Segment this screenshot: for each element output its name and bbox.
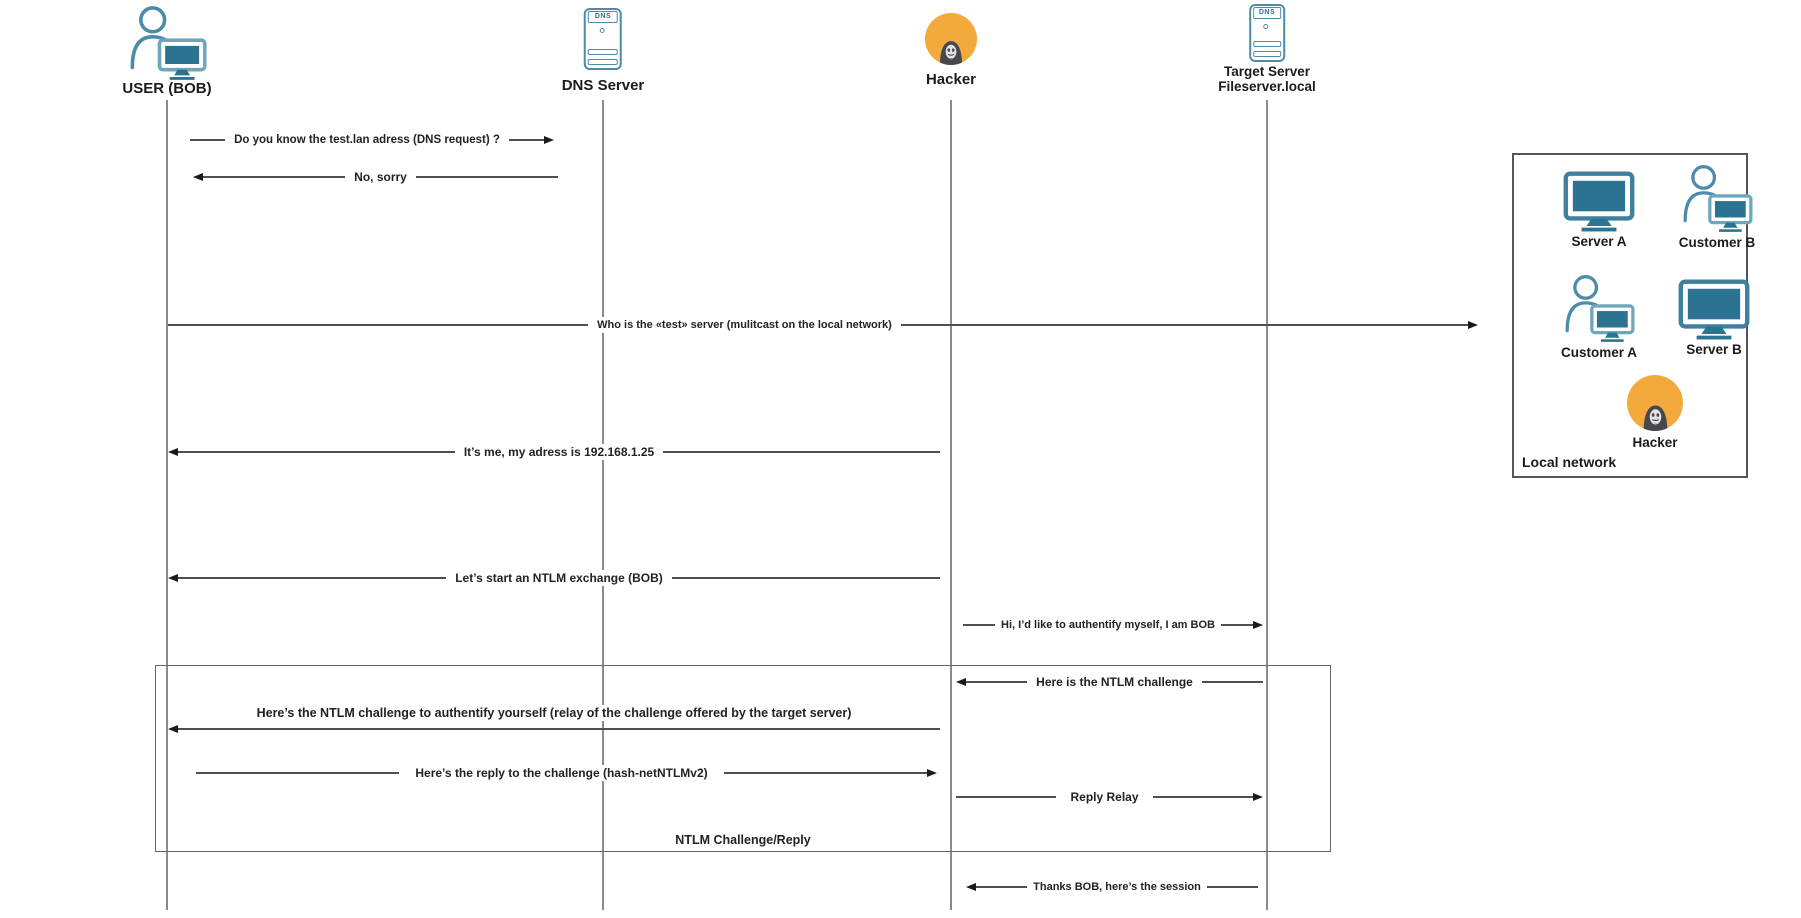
person-computer-icon: [124, 4, 210, 81]
lifeline-user: [166, 100, 168, 910]
local-network-node-hacker: Hacker: [1627, 375, 1683, 450]
message-ntlm-challenge-relay: Here’s the NTLM challenge to authentify …: [168, 705, 940, 737]
dns-badge: DNS: [587, 11, 618, 23]
node-label: Customer B: [1678, 235, 1756, 250]
node-label: Server B: [1686, 342, 1742, 357]
actor-label: Target Server: [1223, 64, 1311, 79]
monitor-icon: [1678, 279, 1750, 340]
arrow-left-icon: [193, 173, 203, 181]
hacker-icon: [925, 13, 977, 65]
local-network-node-customer-b: Customer B: [1678, 163, 1756, 250]
message-ntlm-reply: Here’s the reply to the challenge (hash-…: [196, 765, 937, 781]
local-network-label: Local network: [1522, 454, 1617, 470]
monitor-icon: [1563, 171, 1635, 232]
actor-user: USER (BOB): [122, 4, 212, 97]
message-label: Reply Relay: [1056, 789, 1153, 805]
message-label: Do you know the test.lan adress (DNS req…: [225, 132, 509, 148]
message-multicast-query: Who is the «test» server (mulitcast on t…: [168, 317, 1478, 333]
message-dns-request: Do you know the test.lan adress (DNS req…: [190, 132, 555, 148]
message-label: Here’s the reply to the challenge (hash-…: [399, 765, 724, 781]
lifeline-dns-server: [602, 100, 604, 910]
message-auth-request: Hi, I’d like to authentify myself, I am …: [963, 617, 1263, 633]
arrow-right-icon: [1253, 621, 1263, 629]
message-label: It’s me, my adress is 192.168.1.25: [454, 444, 664, 460]
message-label: Here’s the NTLM challenge to authentify …: [247, 705, 861, 721]
message-label: Thanks BOB, here’s the session: [1027, 879, 1207, 895]
node-label: Server A: [1571, 234, 1627, 249]
message-reply-relay: Reply Relay: [956, 789, 1264, 805]
message-label: Let’s start an NTLM exchange (BOB): [446, 570, 672, 586]
hacker-icon: [1627, 375, 1683, 431]
message-ntlm-challenge: Here is the NTLM challenge: [956, 674, 1264, 690]
power-dot-icon: [1263, 24, 1269, 29]
arrow-right-icon: [544, 136, 555, 144]
actor-label: DNS Server: [561, 77, 645, 94]
arrow-right-icon: [1468, 321, 1478, 329]
arrow-left-icon: [168, 448, 178, 456]
person-computer-icon: [1678, 163, 1756, 233]
arrow-right-icon: [1253, 793, 1264, 801]
arrow-left-icon: [966, 883, 976, 891]
server-slot-icon: [587, 59, 618, 65]
local-network-node-customer-a: Customer A: [1560, 273, 1638, 360]
message-no-sorry: No, sorry: [193, 169, 558, 185]
local-network-node-server-a: Server A: [1563, 171, 1635, 249]
message-hacker-reply-address: It’s me, my adress is 192.168.1.25: [168, 444, 941, 460]
dns-badge: DNS: [1252, 7, 1281, 19]
arrow-right-icon: [927, 769, 937, 777]
actor-label: Hacker: [925, 71, 977, 88]
lifeline-hacker: [950, 100, 952, 910]
server-tower-icon: DNS: [583, 8, 622, 70]
message-ntlm-start: Let’s start an NTLM exchange (BOB): [168, 570, 940, 586]
arrow-left-icon: [168, 725, 178, 733]
server-tower-icon: DNS: [1248, 4, 1285, 62]
actor-label-line2: Fileserver.local: [1218, 79, 1316, 94]
person-computer-icon: [1560, 273, 1638, 343]
message-label: Who is the «test» server (mulitcast on t…: [588, 317, 901, 333]
lifeline-target-server: [1266, 100, 1268, 910]
actor-target-server: DNS Target Server Fileserver.local: [1218, 4, 1316, 94]
server-slot-icon: [1252, 51, 1281, 57]
local-network-node-server-b: Server B: [1678, 279, 1750, 357]
arrow-left-icon: [956, 678, 966, 686]
message-label: No, sorry: [345, 169, 416, 185]
node-label: Hacker: [1632, 435, 1678, 450]
actor-hacker: Hacker: [925, 13, 977, 88]
actor-label: USER (BOB): [122, 80, 212, 97]
server-slot-icon: [1252, 41, 1281, 47]
hacker-bust-icon: [1637, 400, 1674, 431]
arrow-left-icon: [168, 574, 178, 582]
local-network-box: Server A Customer B Customer A Server B …: [1512, 153, 1755, 478]
power-dot-icon: [599, 28, 605, 33]
server-slot-icon: [587, 49, 618, 55]
message-session-granted: Thanks BOB, here’s the session: [966, 879, 1259, 895]
message-label: Here is the NTLM challenge: [1027, 674, 1202, 690]
ntlm-group-box: NTLM Challenge/Reply: [155, 665, 1331, 852]
node-label: Customer A: [1560, 345, 1637, 360]
group-box-label: NTLM Challenge/Reply: [675, 833, 811, 847]
hacker-bust-icon: [934, 36, 968, 65]
message-label: Hi, I’d like to authentify myself, I am …: [995, 617, 1221, 633]
actor-dns-server: DNS DNS Server: [561, 8, 645, 94]
